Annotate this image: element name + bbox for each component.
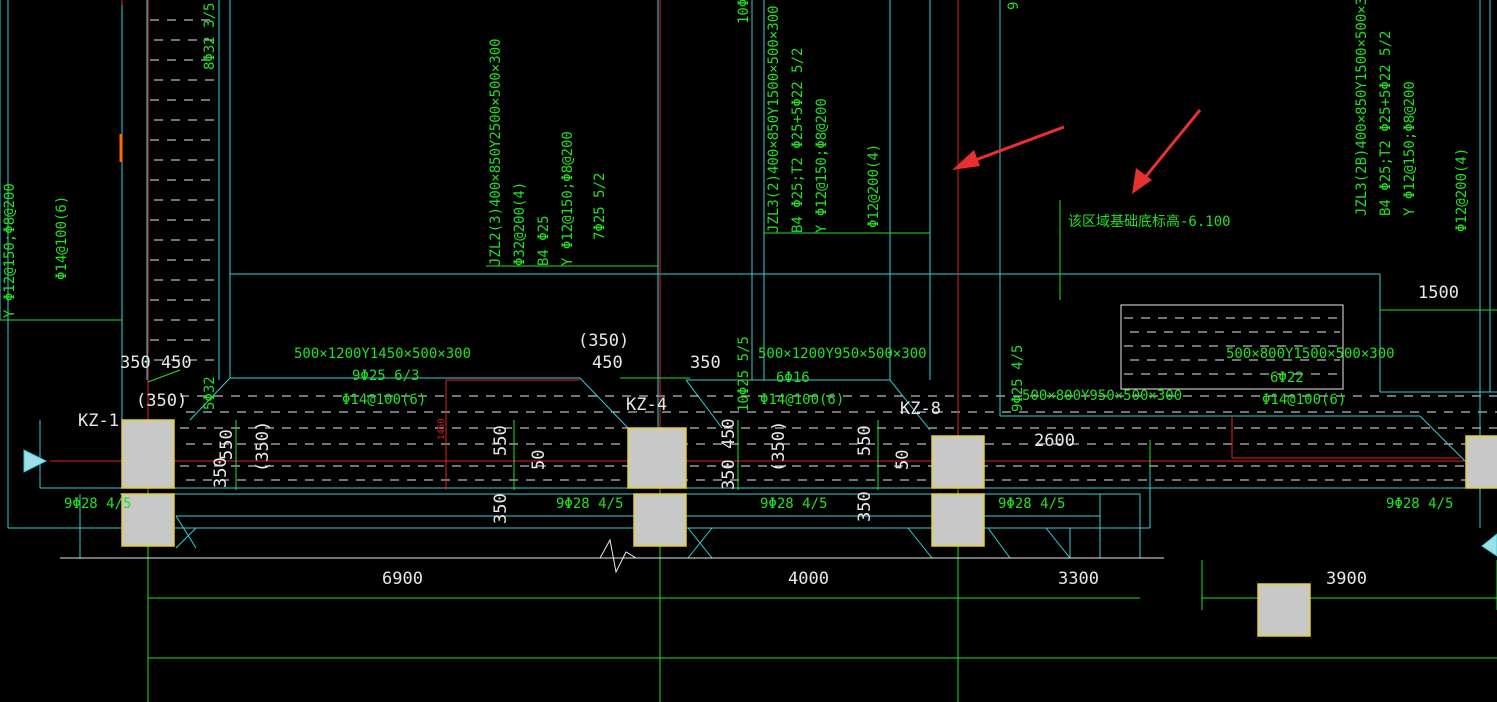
slab2-bar: 6Φ16 [776,370,810,386]
hatched-beam-band [180,395,1497,481]
bottom-bar-2: 9Φ28 4/5 [556,496,623,512]
span-3300: 3300 [1058,569,1099,589]
jzl3-stirrup: Φ12@200(4) [866,144,882,228]
column-kz4[interactable] [627,427,687,547]
slab2-left-bar: 10Φ25 5/5 [736,336,752,412]
slab3-left-bar: 9Φ25 4/5 [1010,345,1026,412]
hatched-pad-right [1120,304,1344,390]
dim-450: 450 [592,353,623,373]
slab4-size: 500×800Y1500×500×300 [1226,346,1395,362]
axis-marker-right-icon [1481,533,1497,557]
slab3-size: 500×800Y950×500×300 [1022,388,1182,404]
jzl2-line3: B4 Φ25 [536,215,552,266]
dim-350-v-b: 350 [491,493,511,524]
jzl3-line1: JZL3(2)400×850Y1500×500×300 [766,5,782,233]
hatched-wall-left [146,0,220,380]
jzl2-bottom-bar: 7Φ25 5/2 [592,173,608,240]
bottom-bar-3: 9Φ28 4/5 [760,496,827,512]
slab4-bar: 6Φ22 [1270,370,1304,386]
dim-350-mid: 350 [690,353,721,373]
slab2-stirrup: Φ14@100(6) [760,392,844,408]
jzl3b-line3: Y Φ12@150;Φ8@200 [1402,81,1418,216]
column-isolated[interactable] [1257,583,1311,637]
column-label-kz8: KZ-8 [900,399,941,419]
top-left-note: 8Φ32 3/5 [202,3,218,70]
foundation-outlines [0,0,1497,559]
red-arrow-icon [952,109,1202,194]
jzl3b-line2: B4 Φ25;T2 Φ25+5Φ22 5/2 [1378,31,1394,216]
span-3900: 3900 [1326,569,1367,589]
top-right-note: 9 [1006,2,1022,10]
slab1-size: 500×1200Y1450×500×300 [294,346,471,362]
column-right-edge[interactable] [1465,435,1497,489]
bottom-bar-5: 9Φ28 4/5 [1386,496,1453,512]
jzl3b-line1: JZL3(2B)400×850Y1500×500×300 [1354,0,1370,216]
dim-550-b: 550 [491,425,511,456]
dim-350-paren-mid: (350) [578,331,629,351]
rail-left-bar: 5Φ32 [202,376,218,410]
dim-350-v-c: 350 [855,491,875,522]
jzl3b-stirrup: Φ12@200(4) [1454,148,1470,232]
jzl2-line1: JZL2(3)400×850Y2500×500×300 [488,38,504,266]
jzl2-line2: Φ32@200(4) [512,182,528,266]
bottom-bar-1: 9Φ28 4/5 [64,496,131,512]
dim-350-paren-v-b: (350) [769,421,789,472]
dim-50-a: 50 [529,450,549,470]
dim-2600: 2600 [1034,431,1075,451]
column-label-kz1: KZ-1 [78,411,119,431]
column-kz1[interactable] [121,419,175,547]
span-4000: 4000 [788,569,829,589]
dim-50-b: 50 [893,450,913,470]
span-6900: 6900 [382,569,423,589]
slab4-stirrup: Φ14@100(6) [1262,392,1346,408]
slab1-stirrup: Φ14@100(6) [342,392,426,408]
dim-350-paren-v-a: (350) [253,421,273,472]
jzl2-line4: Y Φ12@150;Φ8@200 [560,131,576,266]
column-kz8[interactable] [931,435,985,547]
top-mid-note: 10Φ [736,0,752,24]
left-beam-line2: Φ14@100(6) [54,196,70,280]
slab1-bar: 9Φ25 6/3 [352,368,419,384]
small-red-dim: 1450 [437,418,447,440]
dim-550-c: 550 [855,425,875,456]
axis-marker-left-icon [23,449,48,473]
column-label-kz4: KZ-4 [626,395,667,415]
dim-350-v-a: 350 [211,457,231,488]
dim-350-450: 350 450 [120,353,192,373]
bottom-bar-4: 9Φ28 4/5 [998,496,1065,512]
dim-350-450-v: 350 450 [719,418,739,490]
dim-550-a: 550 [217,429,237,460]
left-beam-line1: Y Φ12@150;Φ8@200 [2,183,18,318]
dim-1500: 1500 [1418,283,1459,303]
slab2-size: 500×1200Y950×500×300 [758,346,927,362]
dim-350-paren-left: (350) [136,391,187,411]
jzl3-line2: B4 Φ25;T2 Φ25+5Φ22 5/2 [790,48,806,233]
foundation-elevation-note: 该区域基础底标高-6.100 [1068,213,1231,230]
jzl3-line3: Y Φ12@150;Φ8@200 [814,98,830,233]
